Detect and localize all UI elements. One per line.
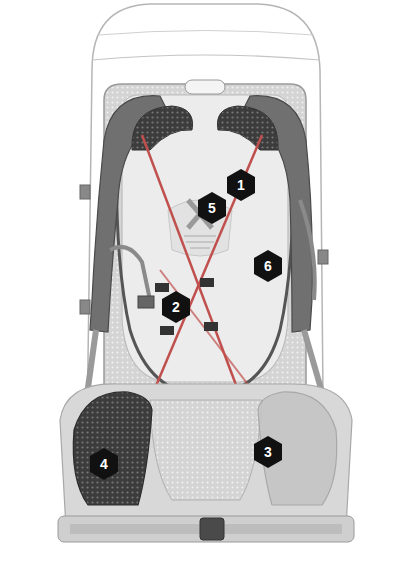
callout-text: 2 <box>172 300 180 314</box>
hip-belt <box>60 384 352 528</box>
side-buckle <box>80 300 90 314</box>
belt-webbing <box>58 516 354 542</box>
hip-wing <box>258 392 337 505</box>
side-buckle <box>80 185 90 199</box>
belt-buckle <box>200 518 224 540</box>
lid-seam <box>92 55 320 60</box>
frame-wire <box>117 110 294 395</box>
lid-seam <box>98 31 314 36</box>
callout-text: 1 <box>237 178 245 192</box>
back-mesh <box>104 84 306 412</box>
side-buckle <box>318 250 328 264</box>
cord-clip <box>155 283 169 292</box>
cord-clip <box>160 326 174 335</box>
tension-cord <box>160 270 260 400</box>
cord-clip <box>204 322 218 331</box>
back-plate <box>122 95 288 382</box>
neck-cushion <box>217 106 278 150</box>
hip-belt-center <box>150 400 262 500</box>
neck-cushion <box>132 106 193 150</box>
callout-text: 6 <box>264 259 272 273</box>
sternum-strap <box>110 247 150 300</box>
top-handle <box>185 80 225 94</box>
strap-webbing <box>300 200 315 300</box>
sternum-buckle <box>138 296 154 308</box>
cord-clip <box>200 278 214 287</box>
callout-text: 4 <box>100 457 108 471</box>
tension-cord <box>150 135 262 400</box>
hip-wing <box>73 392 152 505</box>
callout-text: 5 <box>208 201 216 215</box>
callout-text: 3 <box>264 445 272 459</box>
